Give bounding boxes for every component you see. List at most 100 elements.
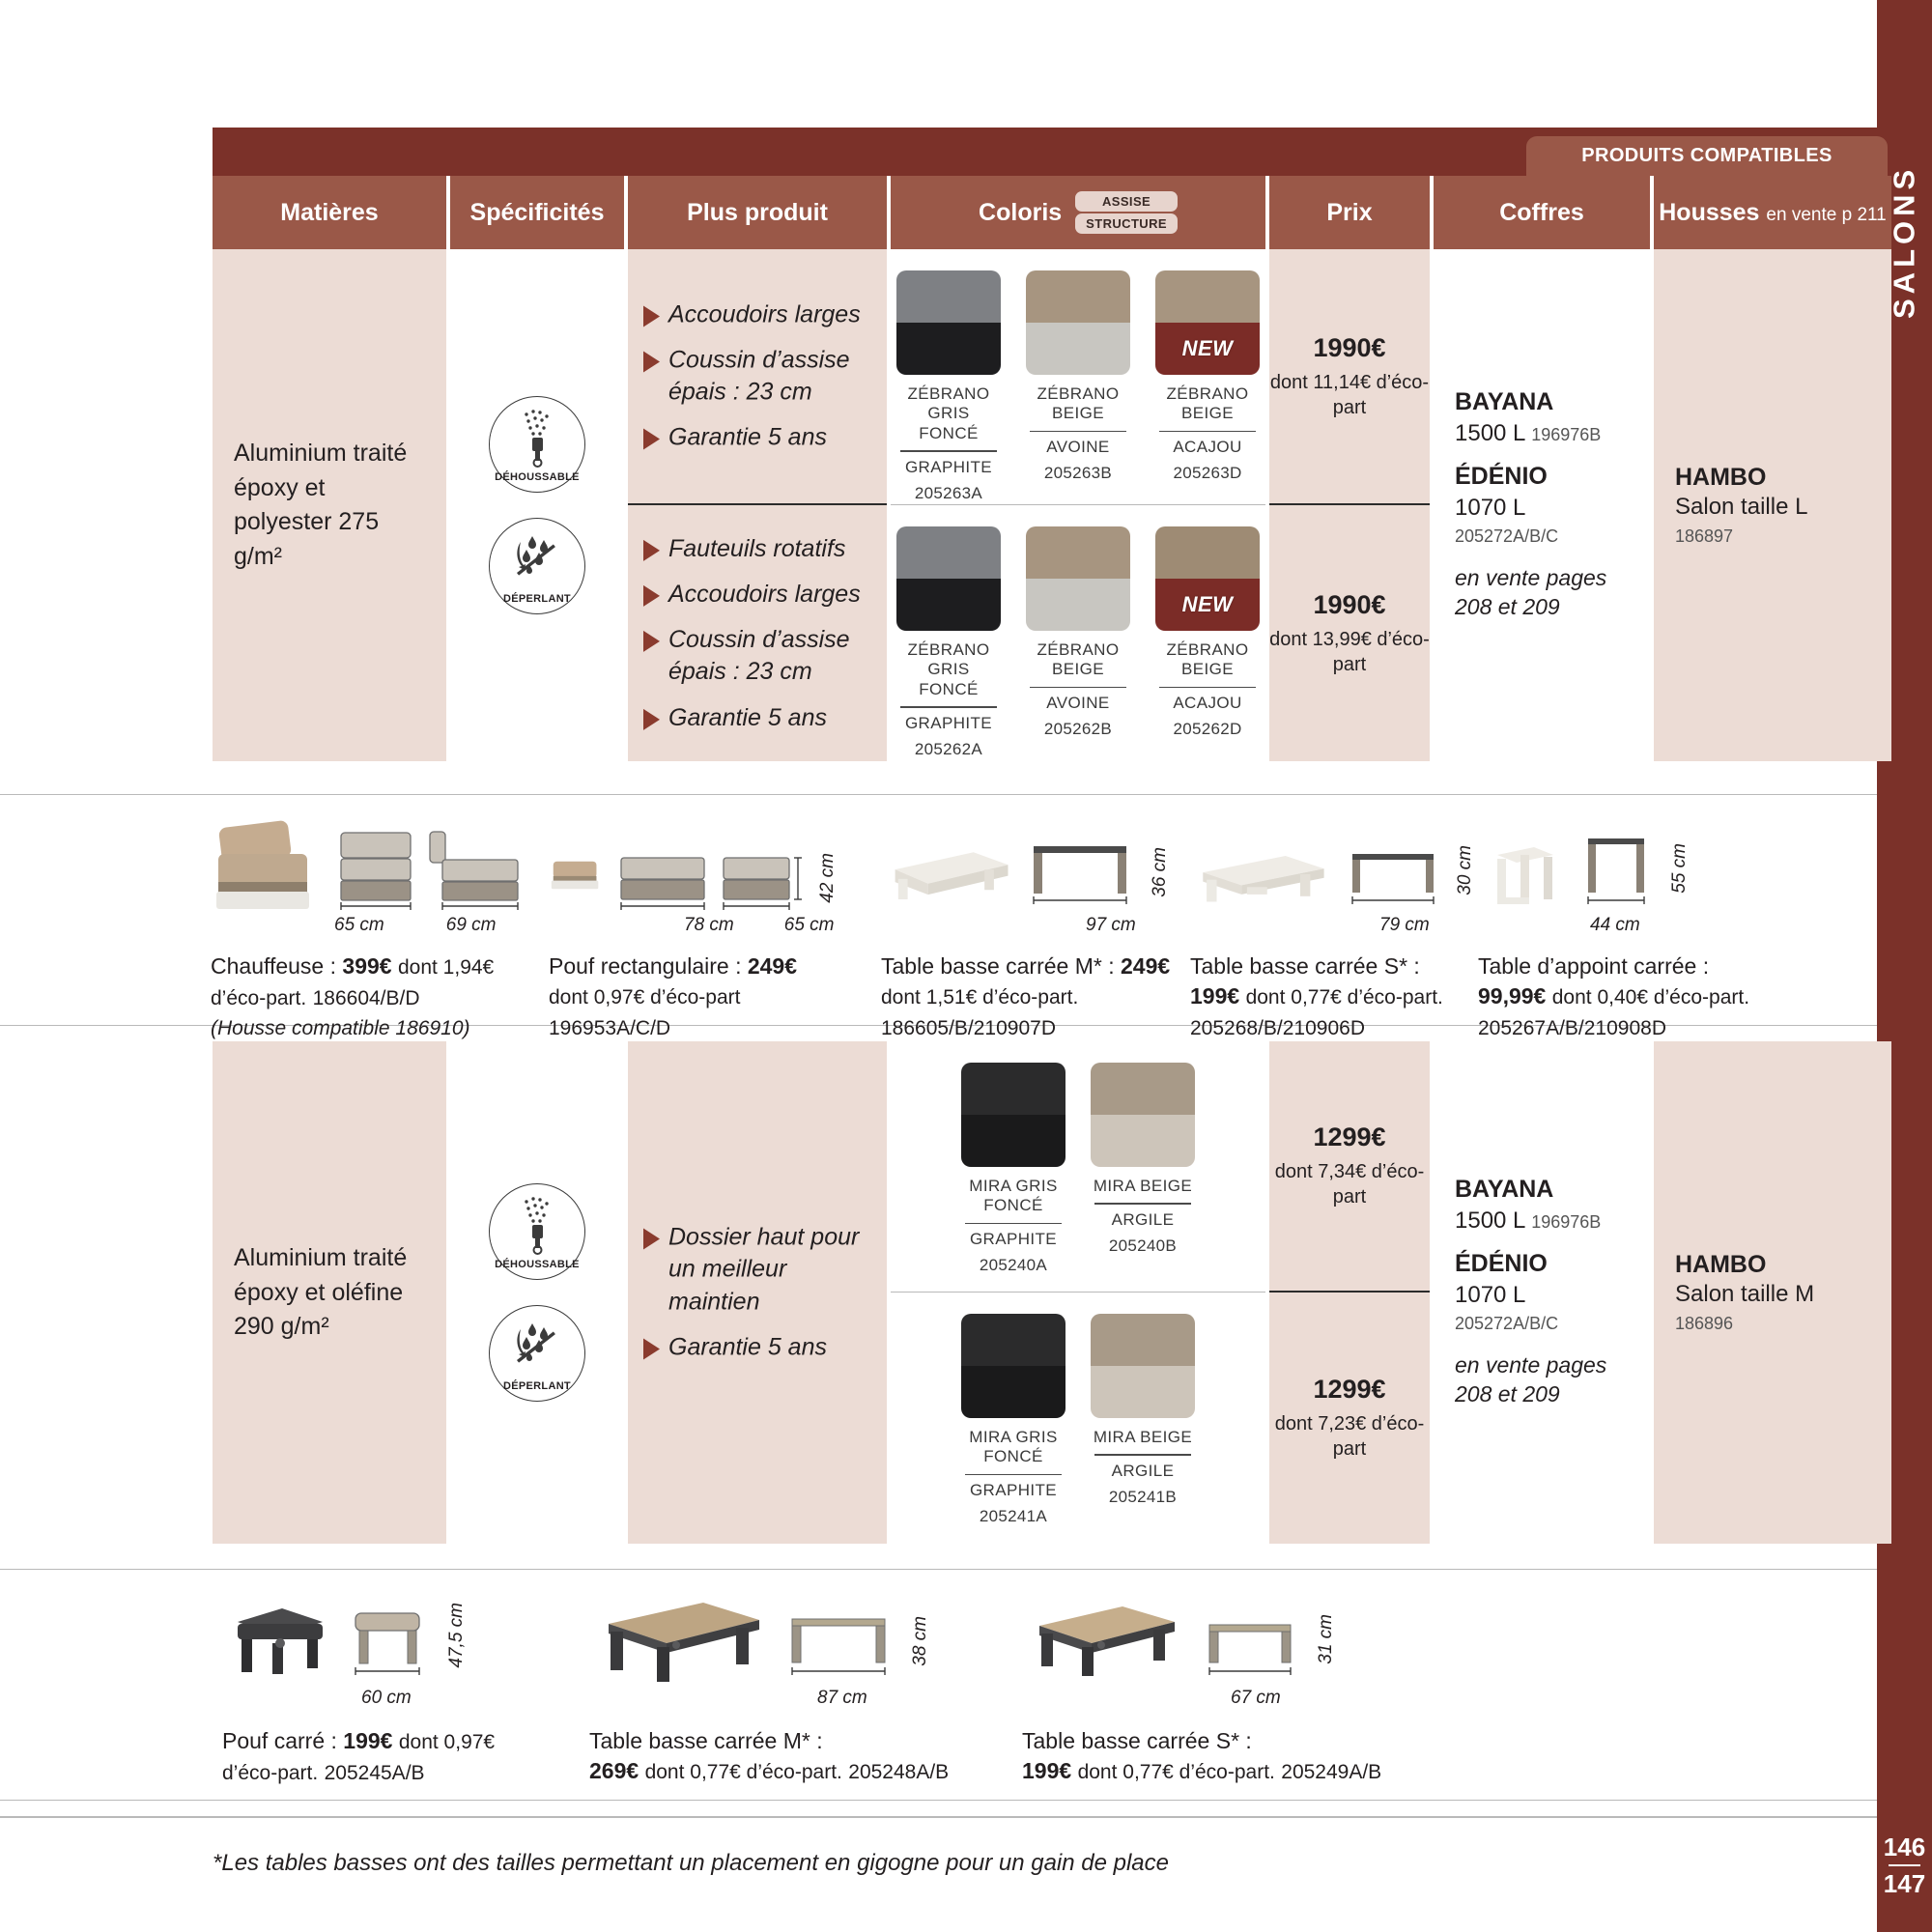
swatch-name: ZÉBRANO GRIS FONCÉ xyxy=(907,640,990,698)
swatch-structure xyxy=(1091,1115,1195,1167)
product-eco: dont 0,40€ d’éco-part. xyxy=(1551,986,1750,1009)
plus-item: Accoudoirs larges xyxy=(643,298,871,330)
coffre-ref: 205272A/B/C xyxy=(1455,1314,1559,1334)
swatch-divider xyxy=(965,1222,1062,1225)
header-prix: Prix xyxy=(1269,176,1434,249)
swatch-divider xyxy=(900,706,997,708)
product-ref: 186604/B/D xyxy=(312,986,420,1009)
price-eco: dont 13,99€ d’éco-part xyxy=(1269,628,1430,675)
swatch-box xyxy=(1026,526,1130,631)
dehoussable-label: DÉHOUSSABLE xyxy=(495,1259,580,1270)
coffres-block-1: BAYANA 1500 L 196976B ÉDÉNIO 1070 L 2052… xyxy=(1434,388,1650,622)
price-value: 1990€ xyxy=(1313,589,1386,619)
bullet-triangle-icon xyxy=(643,584,660,607)
swatch-ref: 205262A xyxy=(914,739,983,758)
swatch-ref: 205263A xyxy=(914,483,983,502)
coffre-capacity-value: 1500 L xyxy=(1455,1208,1525,1235)
swatch[interactable]: MIRA GRIS FONCÉ GRAPHITE 205241A xyxy=(961,1314,1065,1526)
cell-coffres-2: BAYANA 1500 L 196976B ÉDÉNIO 1070 L 2052… xyxy=(1434,1041,1654,1544)
product-title: Table basse carrée S* : xyxy=(1190,953,1420,979)
section-1-body: Aluminium traité époxy et polyester 275 … xyxy=(213,249,1891,761)
swatch-divider xyxy=(1030,430,1126,433)
coffre-capacity: 1070 L 205272A/B/C xyxy=(1455,495,1629,549)
plus-item: Garantie 5 ans xyxy=(643,701,871,733)
swatch[interactable]: ZÉBRANO BEIGE AVOINE 205262B xyxy=(1026,526,1130,759)
housse-block-1: HAMBO Salon taille L 186897 xyxy=(1654,464,1829,547)
product-table-appoint: 55 cm 44 cm Table d’appoint carrée : 99,… xyxy=(1478,805,1758,1042)
table-basse-s-diagram xyxy=(1347,829,1443,919)
plus-list-1b: Fauteuils rotatifs Accoudoirs larges Cou… xyxy=(628,532,887,733)
swatch[interactable]: NEW ZÉBRANO BEIGE ACAJOU 205262D xyxy=(1155,526,1260,759)
cell-prix-2: 1299€ dont 7,34€ d’éco-part 1299€ dont 7… xyxy=(1269,1041,1434,1544)
swatch-divider xyxy=(965,1473,1062,1476)
product-strip-bottom: 47,5 cm 60 cm Pouf carré : 199€ dont 0,9… xyxy=(0,1569,1877,1801)
coffre-ref: 196976B xyxy=(1531,425,1602,445)
product-title: Pouf carré : xyxy=(222,1728,337,1753)
cell-housses-2: HAMBO Salon taille M 186896 xyxy=(1654,1041,1891,1544)
swatch-box xyxy=(1091,1063,1195,1167)
coffre-note: en vente pages 208 et 209 xyxy=(1455,565,1607,619)
header-housses-label: Housses xyxy=(1659,198,1760,226)
pouf-carre-photo xyxy=(238,1608,323,1674)
swatch-box xyxy=(896,526,1001,631)
swatch[interactable]: NEW ZÉBRANO BEIGE ACAJOU 205263D xyxy=(1155,270,1260,503)
deperlant-label: DÉPERLANT xyxy=(503,593,571,605)
swatch-assise xyxy=(1091,1063,1195,1115)
page-number-right: 147 xyxy=(1883,1869,1926,1899)
dim-width-b1: 60 cm xyxy=(361,1688,412,1708)
header-specificites: Spécificités xyxy=(450,176,628,249)
plus-item: Dossier haut pour un meilleur maintien xyxy=(643,1222,871,1319)
strip-bottom-inner: 47,5 cm 60 cm Pouf carré : 199€ dont 0,9… xyxy=(0,1570,1877,1800)
swatch-ref: 205262D xyxy=(1173,720,1242,739)
product-note: (Housse compatible 186910) xyxy=(211,1017,470,1040)
swatch-structure-name: GRAPHITE xyxy=(969,1230,1058,1249)
pouf-carre-diagram xyxy=(350,1596,431,1690)
prix-row-2b: 1299€ dont 7,23€ d’éco-part xyxy=(1269,1293,1430,1544)
swatch[interactable]: MIRA BEIGE ARGILE 205240B xyxy=(1091,1063,1195,1275)
price-block: 1990€ dont 11,14€ d’éco-part xyxy=(1269,333,1430,420)
pouf-side-diagram xyxy=(721,829,804,919)
product-price: 99,99€ xyxy=(1478,983,1547,1009)
dim-height-4: 30 cm xyxy=(1455,845,1475,895)
pouf-rectangulaire-photo xyxy=(551,861,599,890)
dim-width-2: 78 cm xyxy=(684,915,734,935)
table-basse-m-diagram xyxy=(1028,829,1136,919)
product-eco: dont 0,97€ d’éco-part xyxy=(549,986,741,1009)
price-value: 1299€ xyxy=(1313,1375,1386,1404)
plus-list-1a: Accoudoirs larges Coussin d’assise épais… xyxy=(628,298,887,454)
dehoussable-icon: DÉHOUSSABLE xyxy=(489,396,585,493)
plus-item: Coussin d’assise épais : 23 cm xyxy=(643,344,871,409)
swatch[interactable]: ZÉBRANO BEIGE AVOINE 205263B xyxy=(1026,270,1130,503)
product-title: Table d’appoint carrée : xyxy=(1478,953,1710,979)
swatch-box xyxy=(896,270,1001,375)
swatch-structure-name: ACAJOU xyxy=(1173,438,1242,457)
dehoussable-label: DÉHOUSSABLE xyxy=(495,471,580,483)
swatch-ref: 205240B xyxy=(1108,1236,1178,1255)
swatch-assise xyxy=(896,526,1001,579)
section-2-body: Aluminium traité époxy et oléfine 290 g/… xyxy=(213,1041,1891,1544)
coffre-capacity-value: 1070 L xyxy=(1455,1282,1525,1309)
housse-size: Salon taille M xyxy=(1675,1280,1815,1307)
table-header-row: Matières Spécificités Plus produit Color… xyxy=(213,176,1891,249)
coloris-legend: ASSISE STRUCTURE xyxy=(1075,191,1178,234)
swatch[interactable]: ZÉBRANO GRIS FONCÉ GRAPHITE 205262A xyxy=(896,526,1001,759)
price-value: 1299€ xyxy=(1313,1122,1386,1151)
product-title: Table basse carrée S* : xyxy=(1022,1728,1252,1753)
spec-table-section-1: PRODUITS COMPATIBLES Matières Spécificit… xyxy=(213,128,1891,761)
cell-plus-produit-2: Dossier haut pour un meilleur maintien G… xyxy=(628,1041,891,1544)
swatch[interactable]: ZÉBRANO GRIS FONCÉ GRAPHITE 205263A xyxy=(896,270,1001,503)
swatch[interactable]: MIRA GRIS FONCÉ GRAPHITE 205240A xyxy=(961,1063,1065,1275)
swatch-assise xyxy=(896,270,1001,323)
swatch[interactable]: MIRA BEIGE ARGILE 205241B xyxy=(1091,1314,1195,1526)
swatch-box xyxy=(1026,270,1130,375)
swatch-box xyxy=(1091,1314,1195,1418)
swatch-name: ZÉBRANO BEIGE xyxy=(1166,384,1249,423)
produits-compatibles-banner: PRODUITS COMPATIBLES xyxy=(1526,136,1888,176)
product-ref: 205267A/B/210908D xyxy=(1478,1016,1666,1039)
swatch-divider xyxy=(900,450,997,452)
price-eco: dont 7,23€ d’éco-part xyxy=(1274,1413,1425,1460)
swatch-group-1a: ZÉBRANO GRIS FONCÉ GRAPHITE 205263A ZÉBR… xyxy=(891,249,1265,503)
product-price: 199€ xyxy=(1190,983,1240,1009)
swatch-name: MIRA GRIS FONCÉ xyxy=(969,1428,1058,1466)
coffre-name: ÉDÉNIO xyxy=(1455,1250,1548,1278)
